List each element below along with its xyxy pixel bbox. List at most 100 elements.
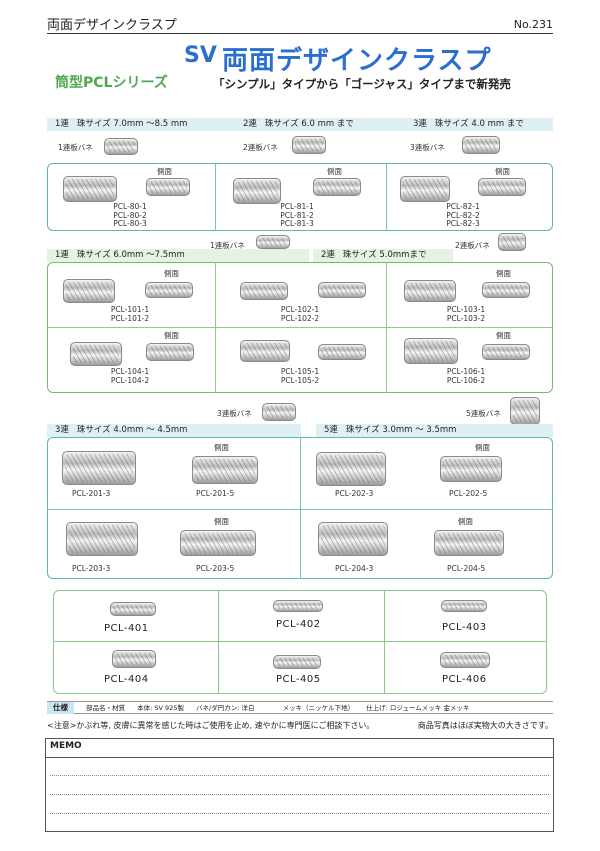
product-code: PCL-404	[104, 674, 149, 685]
bar-ren: 3連	[413, 119, 427, 129]
code: PCL-105-2	[280, 375, 320, 385]
product-side-image	[145, 282, 193, 298]
product-side-image	[192, 456, 258, 484]
header-title: 両面デザインクラスプ	[47, 18, 177, 33]
product-side-image	[478, 178, 526, 196]
side-label: 側面	[458, 517, 473, 526]
product-code: PCL-203-3	[72, 564, 111, 573]
product-codes: PCL-105-1 PCL-105-2	[270, 367, 330, 385]
code: PCL-82-2	[446, 210, 480, 220]
code: PCL-80-3	[113, 219, 147, 228]
product-code: PCL-402	[276, 619, 321, 630]
series-name: 筒型PCLシリーズ	[55, 75, 168, 91]
product-image	[273, 655, 321, 669]
product-side-image	[313, 178, 361, 196]
product-code: PCL-405	[276, 674, 321, 685]
size-note: 商品写真はほぼ実物大の大きさです。	[417, 721, 553, 730]
code: PCL-82-1	[446, 202, 480, 211]
code: PCL-81-1	[280, 202, 314, 211]
code: PCL-102-1	[280, 305, 320, 314]
side-label: 側面	[157, 167, 172, 176]
memo-line	[50, 813, 549, 814]
bar-ren: 2連	[321, 250, 335, 260]
product-side-image	[180, 530, 256, 556]
page-number: No.231	[513, 18, 553, 31]
spec-row: 仕様 部品名・材質 本体: SV 925製 バネ/ダ円カン: 洋白 メッキ（ニッ…	[47, 701, 553, 714]
code: PCL-103-2	[446, 313, 486, 323]
side-label: 側面	[164, 269, 179, 278]
spring-label-1: 1連板バネ	[210, 241, 245, 250]
product-image	[233, 178, 281, 204]
product-codes: PCL-81-1 PCL-81-2 PCL-81-3	[272, 202, 322, 229]
side-label: 側面	[327, 167, 342, 176]
spec-c4: メッキ（ニッケル下地）	[282, 704, 355, 712]
product-side-image	[440, 456, 502, 482]
bar-size: 珠サイズ 6.0 mm まで	[264, 119, 354, 129]
spec-key: 仕様	[47, 702, 74, 714]
spring-label-3ren: 3連板バネ	[217, 409, 252, 418]
spring-image-3	[462, 136, 500, 154]
spring-label-2: 2連板バネ	[455, 241, 490, 250]
bar-ren: 5連	[324, 425, 338, 435]
spec-c1: 部品名・材質	[86, 704, 126, 712]
page-title: 両面デザインクラスプ	[222, 46, 492, 76]
spring-image-2	[292, 136, 326, 154]
divider	[47, 327, 553, 328]
memo-line	[46, 757, 553, 758]
code: PCL-101-2	[110, 313, 150, 323]
code: PCL-81-3	[280, 219, 314, 228]
spring-label-1: 1連板バネ	[58, 143, 93, 152]
side-label: 側面	[496, 331, 511, 340]
product-codes: PCL-106-1 PCL-106-2	[436, 367, 496, 385]
spring-label-2: 2連板バネ	[243, 143, 278, 152]
caution-note: <注意>かぶれ等, 皮膚に異常を感じた時はご使用を止め, 速やかに専門医にご相談…	[47, 721, 375, 730]
product-side-image	[434, 530, 504, 556]
memo-title: MEMO	[50, 741, 82, 751]
product-code: PCL-203-5	[196, 564, 235, 573]
product-image	[63, 279, 115, 303]
subtitle: 「シンプル」タイプから「ゴージャス」タイプまで新発売	[213, 77, 511, 91]
product-code: PCL-201-5	[196, 489, 235, 498]
code: PCL-104-1	[110, 367, 150, 376]
code: PCL-80-2	[113, 210, 147, 220]
bar-ren: 3連	[55, 425, 69, 435]
section3-bar-2: 5連珠サイズ 3.0mm 〜 3.5mm	[316, 424, 553, 437]
product-image	[316, 452, 386, 486]
divider	[215, 163, 216, 231]
divider	[218, 590, 219, 694]
bar-size: 珠サイズ 6.0mm 〜7.5mm	[76, 250, 185, 260]
memo-box: MEMO	[45, 738, 554, 832]
code: PCL-106-2	[446, 375, 486, 385]
product-image	[240, 282, 288, 300]
side-label: 側面	[214, 517, 229, 526]
divider	[384, 590, 385, 694]
product-code: PCL-201-3	[72, 489, 111, 498]
side-label: 側面	[164, 331, 179, 340]
product-image	[273, 600, 323, 612]
bar-size: 珠サイズ 5.0mmまで	[342, 250, 427, 260]
bar-size: 珠サイズ 4.0 mm まで	[434, 119, 524, 129]
product-image	[70, 342, 122, 366]
product-image	[112, 650, 156, 668]
product-code: PCL-204-3	[335, 564, 374, 573]
code: PCL-82-3	[446, 219, 480, 228]
product-image	[62, 451, 136, 485]
side-label: 側面	[495, 167, 510, 176]
spring-image-1	[256, 235, 290, 249]
memo-line	[50, 775, 549, 776]
bar-size: 珠サイズ 3.0mm 〜 3.5mm	[345, 425, 457, 435]
memo-line	[50, 794, 549, 795]
product-side-image	[146, 178, 190, 196]
section1-bar-2: 2連珠サイズ 6.0 mm まで	[235, 118, 362, 131]
code: PCL-106-1	[446, 367, 486, 376]
product-code: PCL-202-3	[335, 489, 374, 498]
product-image	[440, 652, 490, 668]
section1-box	[47, 163, 553, 231]
code: PCL-81-2	[280, 210, 314, 220]
divider	[47, 509, 553, 510]
product-side-image	[318, 344, 366, 360]
product-image	[66, 522, 138, 556]
section4-box	[53, 590, 547, 694]
product-image	[404, 338, 458, 364]
section2-bar-1: 1連珠サイズ 6.0mm 〜7.5mm	[47, 249, 309, 262]
